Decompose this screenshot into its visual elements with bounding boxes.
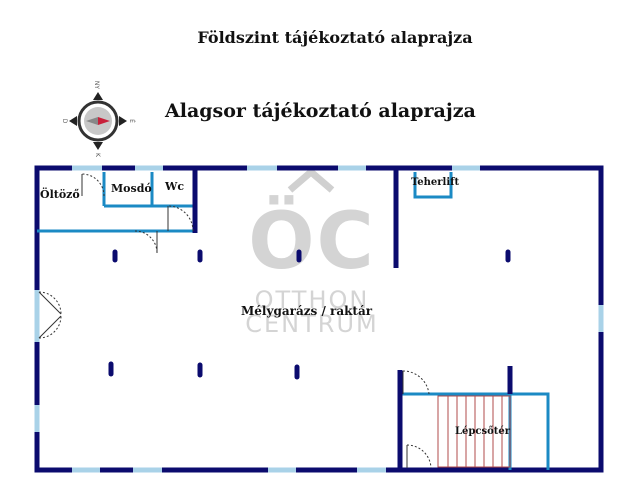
compass-east-label: É (128, 119, 136, 123)
staircase (437, 395, 511, 468)
watermark-monogram: ÖC (248, 195, 376, 287)
room-label-garage: Mélygarázs / raktár (241, 304, 373, 318)
ground-floor-title: Földszint tájékoztató alaprajza (197, 28, 473, 47)
watermark-roof (287, 167, 335, 193)
compass-west-label: D (61, 119, 68, 124)
room-label-washroom: Mosdó (111, 182, 152, 195)
compass-north-label: NY (93, 81, 100, 89)
columns (108, 249, 511, 380)
watermark-logo: ÖC OTTHON CENTRUM (245, 167, 378, 338)
structural-walls (192, 170, 513, 470)
watermark-line2: CENTRUM (245, 310, 378, 338)
room-label-stairwell: Lépcsőtér (455, 426, 511, 437)
compass-south-label: K (94, 153, 101, 158)
windows (34, 165, 604, 473)
room-label-freight-lift: Teherlift (411, 177, 459, 188)
compass-icon: NY É K D (61, 81, 136, 158)
doors (38, 173, 432, 469)
basement-title: Alagsor tájékoztató alaprajza (165, 100, 476, 122)
room-label-changing: Öltöző (40, 187, 80, 201)
watermark-line1: OTTHON (255, 286, 370, 314)
room-label-wc: Wc (164, 180, 184, 193)
